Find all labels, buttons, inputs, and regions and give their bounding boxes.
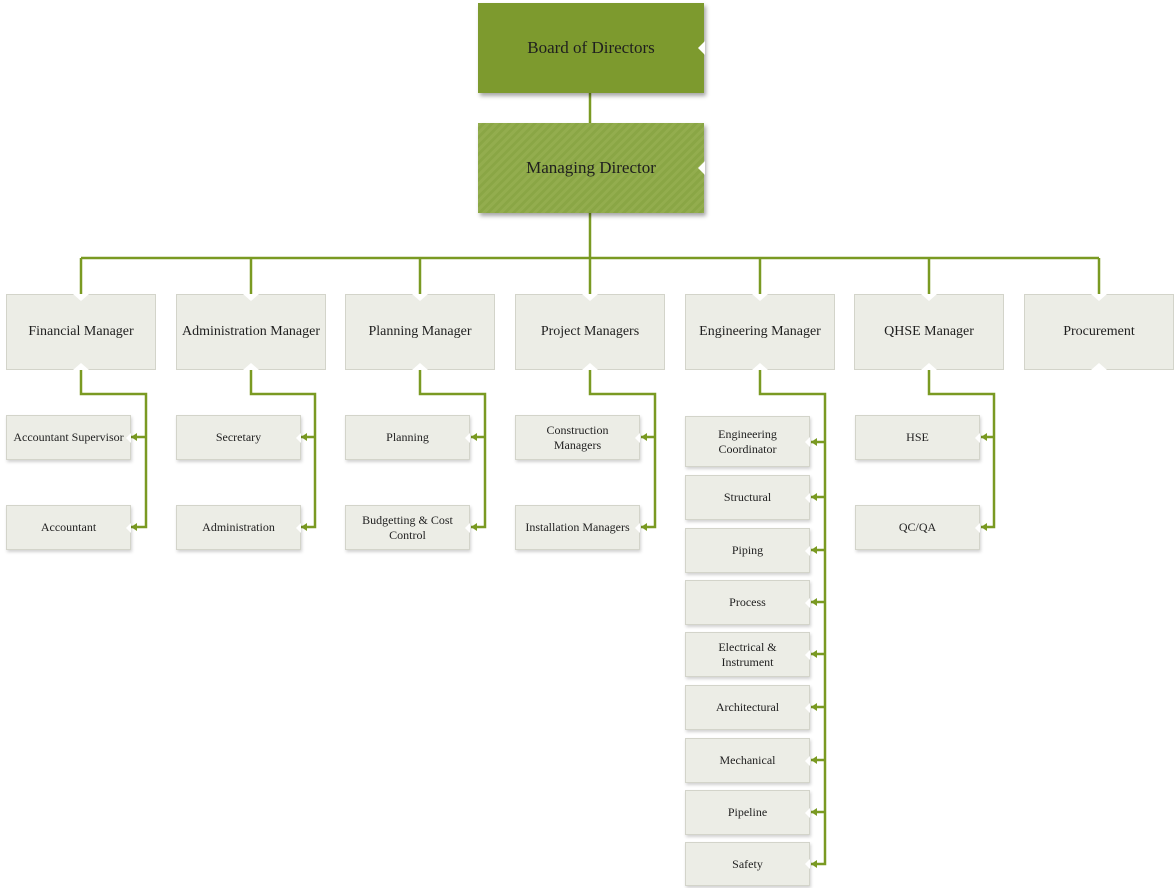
process-box: Process	[685, 580, 810, 625]
architectural-label: Architectural	[715, 700, 780, 714]
construction-managers-label: Construction Managers	[546, 422, 609, 452]
safety-box: Safety	[685, 842, 810, 886]
structural-label: Structural	[723, 490, 772, 504]
mechanical-box: Mechanical	[685, 738, 810, 783]
project-managers-box: Project Managers	[515, 294, 665, 370]
administration-label: Administration	[202, 520, 275, 534]
planning-manager-label: Planning Manager	[368, 324, 472, 339]
structural-box: Structural	[685, 475, 810, 520]
hse-label: HSE	[906, 430, 929, 444]
piping-label: Piping	[731, 543, 764, 557]
construction-managers-box: Construction Managers	[515, 415, 640, 460]
engineering-manager-label: Engineering Manager	[699, 324, 821, 339]
planning-label: Planning	[386, 430, 429, 444]
budgetting-cost-control-box: Budgetting & Cost Control	[345, 505, 470, 550]
process-label: Process	[729, 595, 766, 609]
planning-box: Planning	[345, 415, 470, 460]
administration-manager-box: Administration Manager	[176, 294, 326, 370]
safety-label: Safety	[732, 856, 763, 871]
accountant-label: Accountant	[40, 520, 97, 534]
qc-qa-box: QC/QA	[855, 505, 980, 550]
qc-qa-label: QC/QA	[898, 520, 937, 534]
secretary-label: Secretary	[215, 430, 262, 444]
procurement-box: Procurement	[1024, 294, 1174, 370]
managing-director-box: Managing Director	[478, 123, 705, 213]
installation-managers-box: Installation Managers	[515, 505, 640, 550]
electrical-instrument-box: Electrical & Instrument	[685, 632, 810, 677]
electrical-instrument-label: Electrical & Instrument	[718, 639, 777, 669]
procurement-label: Procurement	[1063, 324, 1135, 339]
installation-managers-label: Installation Managers	[525, 520, 630, 534]
planning-manager-box: Planning Manager	[345, 294, 495, 370]
managing-director-label: Managing Director	[526, 158, 656, 177]
administration-manager-label: Administration Manager	[181, 324, 321, 339]
qhse-manager-box: QHSE Manager	[854, 294, 1004, 370]
secretary-box: Secretary	[176, 415, 301, 460]
board-of-directors-label: Board of Directors	[527, 38, 655, 57]
pipeline-label: Pipeline	[727, 805, 768, 819]
budgetting-cost-control-label: Budgetting & Cost Control	[362, 512, 453, 542]
accountant-supervisor-label: Accountant Supervisor	[13, 430, 124, 444]
piping-box: Piping	[685, 528, 810, 573]
mechanical-label: Mechanical	[719, 753, 776, 767]
administration-box: Administration	[176, 505, 301, 550]
engineering-coordinator-box: Engineering Coordinator	[685, 416, 810, 467]
project-managers-label: Project Managers	[540, 324, 640, 339]
engineering-coordinator-label: Engineering Coordinator	[718, 426, 777, 456]
architectural-box: Architectural	[685, 685, 810, 730]
hse-box: HSE	[855, 415, 980, 460]
qhse-manager-label: QHSE Manager	[884, 324, 974, 339]
pipeline-box: Pipeline	[685, 790, 810, 835]
financial-manager-box: Financial Manager	[6, 294, 156, 370]
financial-manager-label: Financial Manager	[28, 324, 134, 339]
engineering-manager-box: Engineering Manager	[685, 294, 835, 370]
board-of-directors-box: Board of Directors	[478, 3, 705, 93]
accountant-supervisor-box: Accountant Supervisor	[6, 415, 131, 460]
accountant-box: Accountant	[6, 505, 131, 550]
